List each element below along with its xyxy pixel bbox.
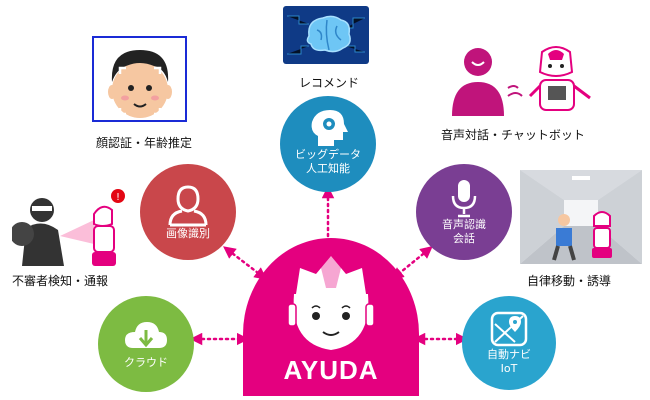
speech-label-1: 音声認識 — [442, 218, 486, 231]
bigdata-label-2: 人工知能 — [306, 162, 350, 175]
node-navigation: 自動ナビ IoT — [462, 296, 556, 390]
node-bigdata-ai: ビッグデータ 人工知能 — [280, 96, 376, 192]
microphone-icon — [451, 180, 477, 218]
face-scan-icon — [108, 50, 172, 118]
navigation-guide-caption: 自律移動・誘導 — [527, 274, 612, 288]
voice-chat-caption: 音声対話・チャットボット — [441, 128, 585, 142]
voice-chat-illustration — [444, 42, 596, 122]
face-auth-illustration — [92, 36, 187, 122]
node-image-recognition: 画像識別 — [140, 164, 236, 260]
navigation-guide-illustration — [520, 170, 642, 264]
node-cloud: クラウド — [98, 296, 194, 392]
bigdata-label-1: ビッグデータ — [295, 148, 361, 161]
thief-alert-icon: ! — [10, 189, 125, 266]
person-silhouette-icon — [168, 185, 208, 227]
head-gears-icon — [311, 110, 348, 146]
recommend-caption: レコメンド — [299, 76, 360, 90]
intruder-caption: 不審者検知・通報 — [12, 274, 109, 288]
navigation-label-2: IoT — [500, 362, 518, 375]
hub-name: AYUDA — [283, 355, 379, 385]
cloud-label: クラウド — [124, 356, 168, 369]
recommend-illustration — [283, 6, 369, 64]
cloud-download-icon — [125, 322, 167, 348]
brain-icon — [287, 15, 365, 55]
node-speech: 音声認識 会話 — [416, 164, 512, 260]
svg-text:!: ! — [116, 192, 120, 203]
robot-face-icon — [287, 256, 375, 350]
speech-label-2: 会話 — [453, 232, 475, 245]
hub-ayuda: AYUDA — [243, 238, 419, 396]
face-auth-caption: 顔認証・年齢推定 — [96, 136, 193, 150]
intruder-illustration: ! — [10, 180, 128, 268]
link-image — [223, 246, 267, 280]
corridor-guide-icon — [520, 170, 642, 264]
navigation-label-1: 自動ナビ — [487, 348, 531, 361]
link-speech — [391, 246, 433, 280]
person-robot-talk-icon — [452, 46, 591, 116]
image-recognition-label: 画像識別 — [166, 227, 210, 240]
map-pin-icon — [490, 311, 528, 347]
